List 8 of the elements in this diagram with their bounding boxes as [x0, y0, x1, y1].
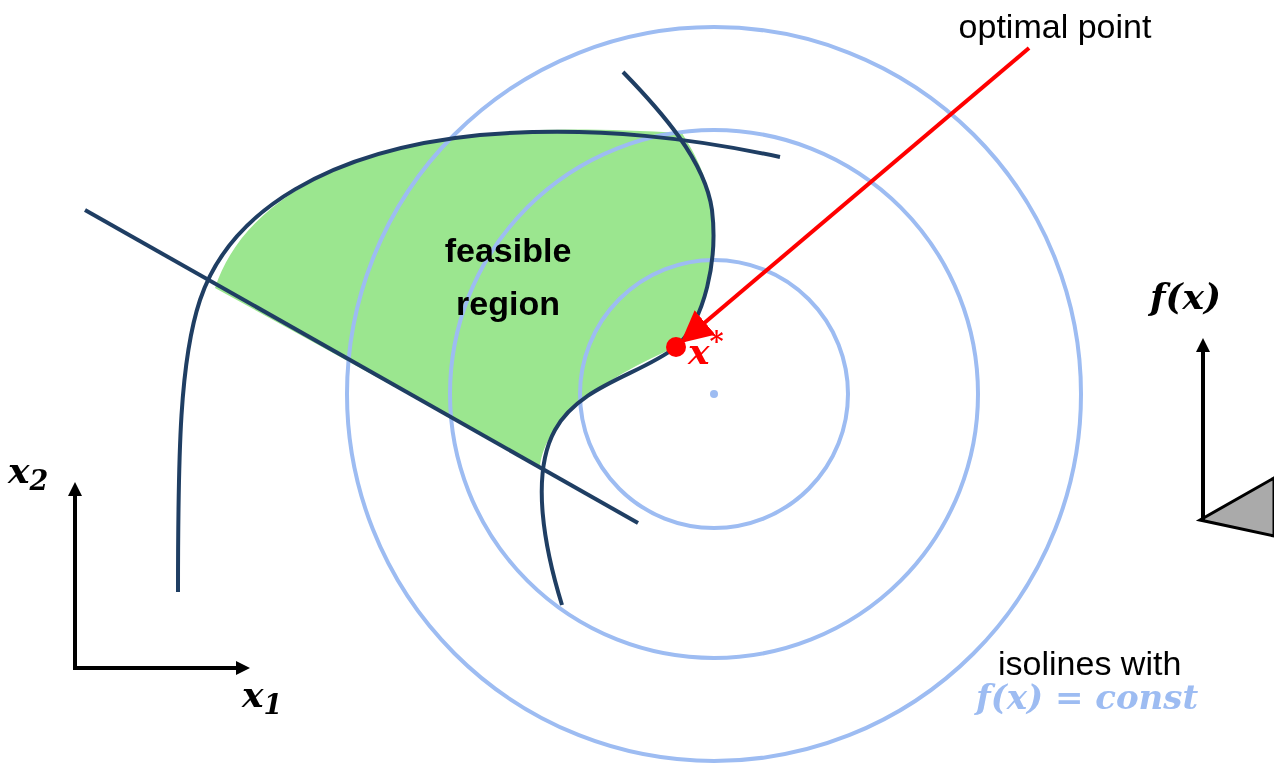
arrow	[680, 46, 1031, 344]
math-label: x$_{1}$	[242, 676, 283, 712]
callout-text: optimal point	[905, 4, 1205, 48]
math-label: f(x) = const	[976, 680, 1199, 714]
note: isolines with	[998, 646, 1182, 680]
region-label: feasible region	[443, 230, 573, 324]
math-label: x$_{2}$	[8, 452, 49, 488]
math-label: f(x)	[1150, 278, 1221, 314]
